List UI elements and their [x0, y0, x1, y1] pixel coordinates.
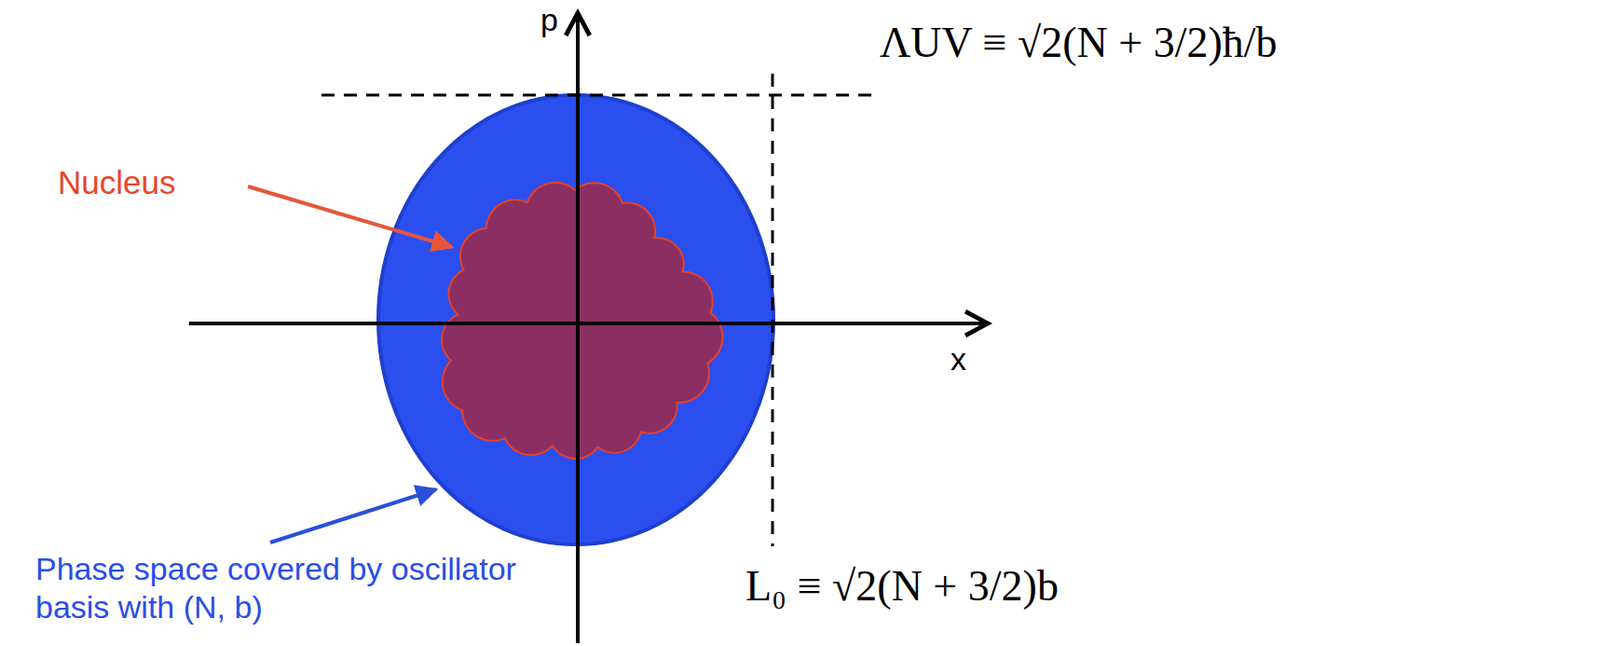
- axis-label: p: [540, 1, 559, 39]
- phase-space-leader: [270, 489, 437, 543]
- callout-label: Phase space covered by oscillator basis …: [35, 549, 520, 627]
- nucleus-leader: [247, 186, 452, 247]
- nucleus-cloud: [441, 182, 723, 459]
- axis-label: x: [950, 341, 967, 378]
- x-axis: [189, 321, 988, 326]
- ir-length-line: [771, 73, 775, 547]
- callout-label: Nucleus: [57, 164, 176, 202]
- p-axis: [575, 13, 580, 643]
- formula-label: ΛUV ≡ √2(N + 3/2)ħ/b: [879, 18, 1278, 69]
- uv-cutoff-line: [321, 94, 873, 97]
- formula-label: L₀ ≡ √2(N + 3/2)b: [745, 561, 1059, 612]
